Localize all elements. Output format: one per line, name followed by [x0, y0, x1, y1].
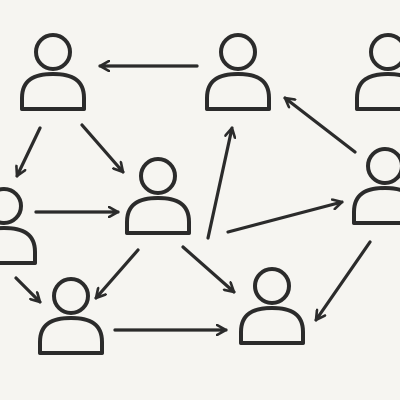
person-body: [205, 72, 271, 111]
arrow-mid-right-to-bottom-center: [314, 240, 372, 322]
person-body: [0, 226, 37, 265]
person-icon-mid-left: [0, 187, 37, 265]
arrow-top-left-to-center: [80, 123, 125, 174]
person-icon-top-left: [20, 33, 86, 111]
person-head: [253, 267, 291, 305]
arrow-mid-left-to-bottom-left: [14, 276, 42, 304]
arrow-center-to-bottom-center: [181, 245, 236, 294]
person-body: [38, 316, 104, 355]
person-body: [352, 186, 400, 225]
arrow-mid-right-to-top-center: [283, 96, 357, 154]
person-icon-bottom-center: [239, 267, 305, 345]
person-head: [369, 33, 400, 71]
person-head: [139, 157, 177, 195]
person-head: [52, 277, 90, 315]
person-head: [366, 147, 400, 185]
person-icon-top-right: [355, 33, 400, 111]
person-head: [34, 33, 72, 71]
person-body: [355, 72, 400, 111]
person-head: [0, 187, 23, 225]
person-body: [20, 72, 86, 111]
person-icon-mid-right: [352, 147, 400, 225]
person-icon-bottom-left: [38, 277, 104, 355]
person-head: [219, 33, 257, 71]
nodes-layer: [0, 33, 400, 355]
arrow-center-to-mid-right: [226, 202, 344, 234]
person-body: [125, 196, 191, 235]
arrow-top-left-to-mid-left: [17, 126, 42, 178]
person-body: [239, 306, 305, 345]
arrow-center-to-bottom-left: [94, 248, 140, 300]
edges-layer: [14, 66, 372, 330]
person-icon-top-center: [205, 33, 271, 111]
person-icon-center: [125, 157, 191, 235]
arrow-center-to-top-center: [206, 126, 232, 240]
